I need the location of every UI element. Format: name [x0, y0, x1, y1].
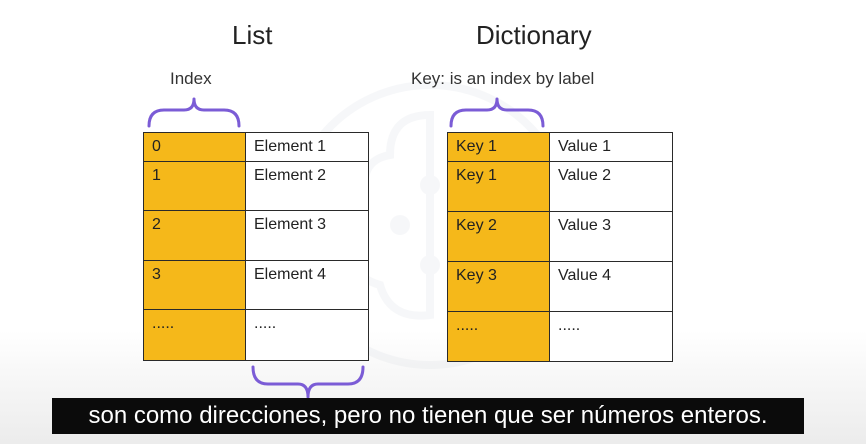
dictionary-value-cell: .....	[549, 311, 673, 362]
table-row: ..... .....	[143, 309, 369, 361]
dictionary-value-cell: Value 2	[549, 161, 673, 212]
table-row: ..... .....	[447, 311, 673, 362]
index-brace-icon	[147, 97, 241, 128]
key-caption: Key: is an index by label	[411, 69, 595, 88]
dictionary-value-cell: Value 1	[549, 132, 673, 162]
list-element-cell: Element 4	[245, 260, 369, 310]
list-index-cell: .....	[143, 309, 246, 361]
table-row: Key 3 Value 4	[447, 261, 673, 312]
dictionary-key-cell: Key 2	[447, 211, 550, 262]
dictionary-title: Dictionary	[476, 20, 592, 50]
dictionary-value-cell: Value 4	[549, 261, 673, 312]
index-caption: Index	[170, 69, 212, 88]
list-element-cell: Element 2	[245, 161, 369, 211]
key-brace-icon	[449, 97, 545, 128]
dictionary-table: Key 1 Value 1 Key 1 Value 2 Key 2 Value …	[447, 132, 673, 362]
table-row: 3 Element 4	[143, 260, 369, 310]
dictionary-key-cell: Key 1	[447, 132, 550, 162]
dictionary-key-cell: Key 3	[447, 261, 550, 312]
list-index-cell: 2	[143, 210, 246, 261]
list-table: 0 Element 1 1 Element 2 2 Element 3 3 El…	[143, 132, 369, 361]
table-row: Key 2 Value 3	[447, 211, 673, 262]
list-index-cell: 1	[143, 161, 246, 211]
table-row: 1 Element 2	[143, 161, 369, 211]
table-row: 2 Element 3	[143, 210, 369, 261]
list-title: List	[232, 20, 273, 50]
list-index-cell: 0	[143, 132, 246, 162]
video-subtitle: son como direcciones, pero no tienen que…	[52, 398, 804, 434]
dictionary-value-cell: Value 3	[549, 211, 673, 262]
list-element-cell: Element 3	[245, 210, 369, 261]
dictionary-key-cell: Key 1	[447, 161, 550, 212]
list-element-cell: Element 1	[245, 132, 369, 162]
element-brace-icon	[251, 365, 365, 399]
table-row: Key 1 Value 1	[447, 132, 673, 162]
list-index-cell: 3	[143, 260, 246, 310]
list-element-cell: .....	[245, 309, 369, 361]
table-row: Key 1 Value 2	[447, 161, 673, 212]
dictionary-key-cell: .....	[447, 311, 550, 362]
table-row: 0 Element 1	[143, 132, 369, 162]
